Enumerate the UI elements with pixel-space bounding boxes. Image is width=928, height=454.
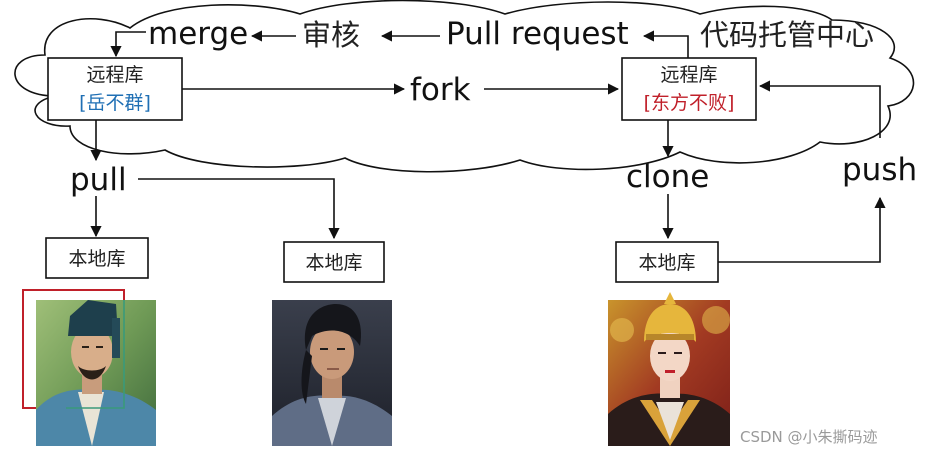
left-remote-title: 远程库 bbox=[86, 64, 143, 86]
arrow-merge-to-left-remote bbox=[110, 31, 146, 58]
arrow-local-3-to-push bbox=[718, 196, 886, 263]
clone-label: clone bbox=[626, 159, 709, 195]
photo-highlight-frame-accent bbox=[66, 300, 125, 409]
local-repo-2[interactable]: 本地库 bbox=[283, 241, 385, 283]
arrow-pull-to-local-2 bbox=[138, 178, 340, 240]
merge-label: merge bbox=[148, 16, 248, 52]
fork-label: fork bbox=[410, 72, 471, 108]
photo-highlight-frame bbox=[22, 289, 125, 409]
hosting-center-label: 代码托管中心 bbox=[700, 18, 874, 52]
photo-dongfang-bubai bbox=[608, 292, 730, 446]
arrow-right-remote-to-pr bbox=[642, 30, 689, 58]
local-repo-2-label: 本地库 bbox=[305, 252, 362, 274]
local-repo-3-label: 本地库 bbox=[638, 252, 695, 274]
photo-linghu-chong bbox=[272, 300, 392, 446]
pull-label: pull bbox=[70, 162, 127, 198]
push-label: push bbox=[842, 152, 917, 188]
arrow-push-to-right-remote bbox=[758, 80, 881, 138]
watermark: CSDN @小朱撕码迹 bbox=[740, 428, 878, 446]
photo-yue-buqun bbox=[36, 300, 156, 446]
local-repo-3[interactable]: 本地库 bbox=[615, 241, 719, 283]
local-repo-1[interactable]: 本地库 bbox=[45, 237, 149, 279]
right-remote-repo[interactable]: 远程库 [东方不败] bbox=[621, 57, 757, 121]
left-remote-repo[interactable]: 远程库 [岳不群] bbox=[47, 57, 183, 121]
cloud-shape bbox=[14, 0, 915, 173]
left-remote-owner: [岳不群] bbox=[79, 92, 151, 114]
right-remote-owner: [东方不败] bbox=[644, 92, 735, 114]
local-repo-1-label: 本地库 bbox=[68, 248, 125, 270]
right-remote-title: 远程库 bbox=[660, 64, 717, 86]
review-label: 审核 bbox=[302, 18, 360, 52]
pull-request-label: Pull request bbox=[446, 16, 629, 52]
